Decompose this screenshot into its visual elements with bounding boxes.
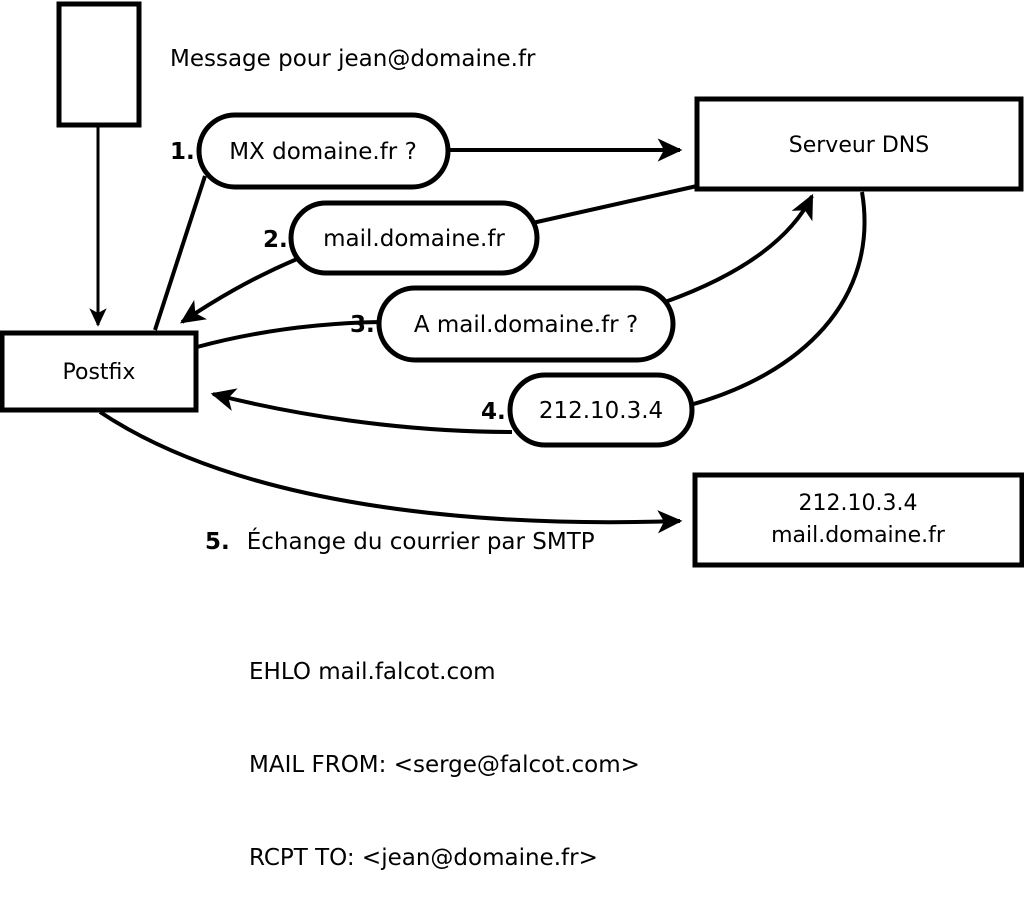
step-4-number: 4. [481, 399, 506, 425]
remote-mail-server-host: mail.domaine.fr [771, 523, 946, 548]
step-2-bubble[interactable] [288, 200, 540, 276]
remote-mail-server-box[interactable] [692, 472, 1024, 568]
step-1-label: MX domaine.fr ? [229, 139, 417, 165]
step-3-bubble[interactable] [376, 285, 676, 363]
mail-client-box[interactable] [56, 1, 142, 128]
step-5-row: 5. Échange du courrier par SMTP [205, 529, 595, 555]
dns-server-box[interactable] [694, 96, 1024, 192]
connector-step1-tail [153, 175, 207, 331]
connector-step3-to-dns [664, 193, 814, 304]
step-1-bubble[interactable] [196, 112, 451, 190]
smtp-line: MAIL FROM: <serge@falcot.com> [249, 752, 640, 778]
postfix-label: Postfix [63, 360, 136, 385]
step-1-number: 1. [170, 139, 195, 165]
connector-step4-to-postfix [210, 388, 513, 434]
connector-step2-from-dns [527, 184, 698, 226]
step-2-number: 2. [263, 227, 288, 253]
step-3-label: A mail.domaine.fr ? [414, 312, 638, 338]
connector-step2-to-postfix [180, 257, 298, 324]
smtp-transcript: EHLO mail.falcot.com MAIL FROM: <serge@f… [249, 595, 640, 919]
dns-server-label: Serveur DNS [789, 133, 929, 158]
connector-step3-from-postfix [196, 320, 382, 349]
step-4-label: 212.10.3.4 [539, 398, 663, 424]
step-3-number: 3. [350, 312, 375, 338]
remote-mail-server-ip: 212.10.3.4 [799, 491, 918, 516]
step-4-bubble[interactable] [507, 372, 695, 448]
connector-step4-from-dns [689, 191, 867, 407]
postfix-box[interactable] [0, 330, 199, 413]
smtp-line: RCPT TO: <jean@domaine.fr> [249, 845, 598, 871]
step-5-number: 5. [205, 529, 230, 555]
step-2-label: mail.domaine.fr [323, 226, 505, 252]
connector-step5-smtp [98, 410, 683, 534]
message-note: Message pour jean@domaine.fr [170, 46, 536, 72]
smtp-line: EHLO mail.falcot.com [249, 659, 496, 685]
step-5-label: Échange du courrier par SMTP [246, 529, 595, 555]
